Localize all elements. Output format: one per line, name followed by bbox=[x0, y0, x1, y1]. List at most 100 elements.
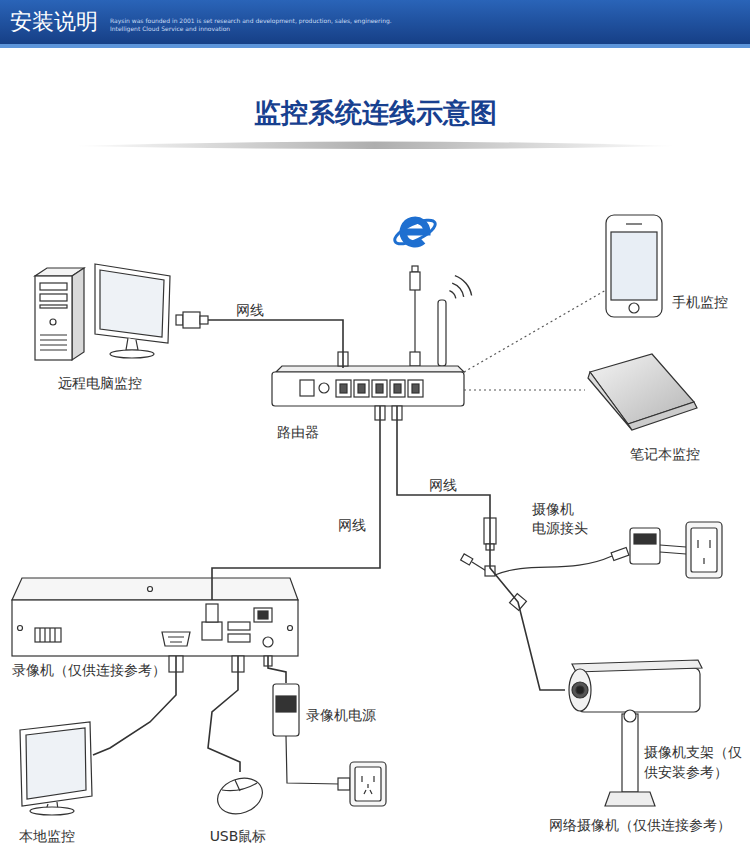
router bbox=[390, 380, 405, 397]
device-node: 录像机电源 bbox=[270, 683, 302, 737]
edge-label: 网线 bbox=[234, 301, 266, 319]
internet-cable bbox=[410, 272, 420, 290]
label-wrap: 摄像机 电源接头 bbox=[532, 500, 590, 538]
device-node: USB鼠标 bbox=[214, 772, 266, 816]
wireless-link bbox=[464, 290, 606, 372]
desktop-computer bbox=[50, 319, 56, 325]
label-wrap: Raysin was founded in 2001 is set resear… bbox=[110, 17, 392, 24]
desktop-computer bbox=[100, 270, 164, 337]
video-recorder bbox=[18, 626, 23, 631]
router bbox=[272, 372, 464, 406]
internet-cable bbox=[410, 352, 420, 366]
network-cable bbox=[212, 406, 380, 600]
router bbox=[372, 380, 387, 397]
router bbox=[272, 300, 464, 420]
internet-cable bbox=[412, 266, 418, 272]
device-node: 网络摄像机（仅供连接参考） bbox=[565, 660, 702, 722]
internet-icon bbox=[392, 215, 439, 248]
camera-bracket bbox=[624, 710, 636, 722]
video-recorder bbox=[12, 578, 298, 672]
device-node: 笔记本监控 bbox=[585, 352, 697, 430]
video-recorder bbox=[162, 632, 190, 646]
desktop-computer bbox=[110, 350, 154, 358]
wall-socket bbox=[355, 767, 381, 801]
device-label-wrap: 本地监控 bbox=[19, 826, 75, 845]
smartphone bbox=[626, 223, 642, 224]
camera-power-adapter bbox=[660, 545, 686, 554]
device-node: 录像机（仅供连接参考） bbox=[12, 600, 298, 656]
video-recorder bbox=[12, 600, 298, 656]
header-note: Raysin was founded in 2001 is set resear… bbox=[110, 17, 392, 24]
device-node: 路由器 bbox=[272, 368, 464, 406]
video-recorder bbox=[202, 622, 222, 640]
camera-bracket bbox=[605, 792, 655, 806]
network-cable bbox=[208, 320, 343, 368]
camera-pigtail bbox=[461, 554, 473, 565]
title-area: 监控系统连线示意图 bbox=[0, 96, 750, 130]
video-recorder bbox=[228, 622, 250, 630]
camera-power-adapter bbox=[630, 522, 722, 578]
device-label-wrap: 路由器 bbox=[277, 422, 319, 441]
nvr-power-adapter bbox=[338, 778, 350, 790]
smartphone bbox=[606, 215, 662, 317]
desktop-computer bbox=[72, 268, 84, 360]
device-label: 远程电脑监控 bbox=[58, 374, 142, 392]
network-cable bbox=[268, 656, 286, 683]
device-label: 路由器 bbox=[277, 423, 319, 441]
router bbox=[336, 380, 351, 397]
desktop-computer bbox=[35, 276, 72, 360]
camera-power-adapter bbox=[630, 528, 660, 564]
header-heading: 安装说明 bbox=[10, 9, 98, 35]
router bbox=[354, 380, 369, 397]
video-recorder bbox=[168, 637, 184, 642]
router bbox=[300, 380, 314, 396]
network-camera bbox=[572, 660, 702, 672]
camera-pigtail bbox=[611, 548, 629, 561]
video-recorder bbox=[254, 608, 272, 622]
label-wrap: 安装说明 bbox=[10, 9, 98, 35]
device-label: 笔记本监控 bbox=[630, 445, 700, 463]
router bbox=[438, 300, 446, 366]
router bbox=[412, 384, 419, 393]
header-bar bbox=[0, 44, 750, 48]
part-label: 摄像机支架（仅供安装参考） bbox=[644, 742, 744, 782]
device-label: 手机监控 bbox=[672, 293, 728, 311]
router bbox=[358, 384, 365, 393]
network-camera bbox=[576, 686, 584, 694]
camera-power-adapter bbox=[686, 522, 722, 578]
device-node: 远程电脑监控 bbox=[30, 262, 208, 362]
nvr-power-adapter bbox=[273, 684, 350, 790]
wireless-link bbox=[464, 389, 585, 390]
smartphone bbox=[606, 215, 662, 317]
router bbox=[394, 384, 401, 393]
rj45-plug bbox=[176, 315, 183, 325]
nvr-power-adapter bbox=[276, 696, 296, 712]
smartphone bbox=[629, 303, 639, 313]
edge-label-wrap: 网线 bbox=[336, 515, 368, 534]
network-camera bbox=[569, 660, 702, 712]
edge-label-wrap: 网线 bbox=[427, 475, 459, 494]
camera-pigtail bbox=[495, 556, 612, 575]
device-label-wrap: 录像机电源 bbox=[306, 705, 376, 724]
edge-label-wrap: 网线 bbox=[234, 300, 266, 319]
device-label-wrap: 笔记本监控 bbox=[630, 444, 700, 463]
video-recorder bbox=[263, 637, 273, 647]
device-label: 录像机电源 bbox=[306, 706, 376, 724]
camera-power-adapter bbox=[698, 540, 710, 564]
local-monitor bbox=[20, 722, 92, 815]
local-monitor bbox=[30, 807, 74, 815]
desktop-computer bbox=[95, 264, 170, 343]
desktop-computer bbox=[40, 283, 67, 290]
video-recorder bbox=[148, 587, 153, 592]
desktop-computer bbox=[40, 294, 67, 301]
wifi-signal bbox=[449, 276, 471, 299]
laptop bbox=[588, 372, 632, 430]
camera-bracket bbox=[622, 714, 638, 792]
device-label: 网络摄像机（仅供连接参考） bbox=[549, 816, 731, 834]
device-label-wrap: 远程电脑监控 bbox=[58, 373, 142, 392]
router bbox=[276, 366, 464, 372]
usb-mouse bbox=[213, 772, 268, 820]
device-label-wrap: 录像机（仅供连接参考） bbox=[12, 660, 166, 679]
device-node: 手机监控 bbox=[606, 215, 662, 317]
